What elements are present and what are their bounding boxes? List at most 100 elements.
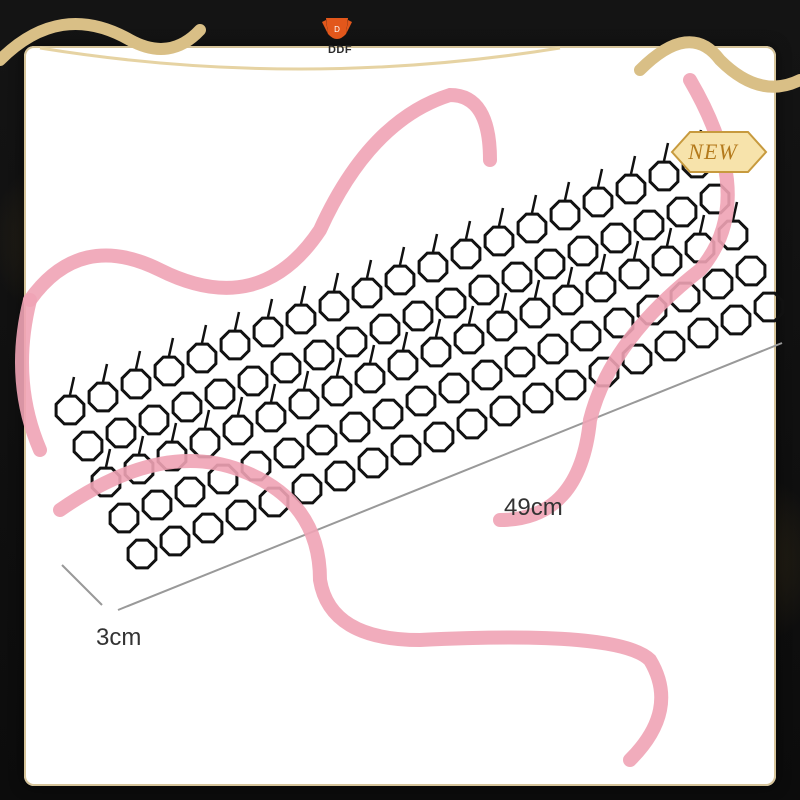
mat-spike bbox=[302, 370, 310, 390]
mat-cell bbox=[237, 365, 269, 397]
mat-spike bbox=[662, 142, 670, 162]
mat-spike bbox=[467, 305, 475, 325]
mat-cell bbox=[105, 417, 137, 449]
mat-cell bbox=[534, 248, 566, 280]
mat-cell bbox=[666, 196, 698, 228]
mat-cell bbox=[468, 274, 500, 306]
mat-spike bbox=[431, 233, 439, 253]
new-badge-text: NEW bbox=[688, 139, 738, 164]
mat-cell bbox=[456, 408, 488, 440]
mat-cell bbox=[354, 362, 386, 394]
mat-cell bbox=[438, 372, 470, 404]
mat-spike bbox=[104, 448, 112, 468]
mat-cell bbox=[186, 342, 218, 374]
spike-mat bbox=[54, 129, 785, 570]
mat-cell bbox=[501, 261, 533, 293]
mat-spike bbox=[236, 396, 244, 416]
mat-cell bbox=[603, 307, 635, 339]
mat-cell bbox=[141, 489, 173, 521]
mat-cell bbox=[687, 317, 719, 349]
mat-spike bbox=[200, 324, 208, 344]
mat-cell bbox=[519, 297, 551, 329]
mat-cell bbox=[423, 421, 455, 453]
gold-ribbon-left bbox=[0, 18, 206, 66]
mat-spike bbox=[731, 201, 739, 221]
mat-spike bbox=[365, 259, 373, 279]
brand-crest-icon: D bbox=[322, 18, 352, 39]
length-dimension-line bbox=[117, 342, 783, 611]
mat-spike bbox=[629, 155, 637, 175]
mat-spike bbox=[167, 337, 175, 357]
svg-text:D: D bbox=[334, 25, 340, 34]
mat-cell bbox=[405, 385, 437, 417]
mat-spike bbox=[134, 350, 142, 370]
mat-spike bbox=[566, 266, 574, 286]
mat-cell bbox=[204, 378, 236, 410]
mat-cell bbox=[384, 264, 416, 296]
width-label: 3cm bbox=[96, 624, 142, 651]
mat-cell bbox=[570, 320, 602, 352]
mat-cell bbox=[387, 349, 419, 381]
mat-cell bbox=[489, 395, 521, 427]
mat-cell bbox=[285, 303, 317, 335]
mat-cell bbox=[453, 323, 485, 355]
mat-cell bbox=[720, 304, 752, 336]
mat-cell bbox=[273, 437, 305, 469]
mat-cell bbox=[702, 268, 734, 300]
mat-spike bbox=[632, 240, 640, 260]
mat-spike bbox=[530, 194, 538, 214]
mat-cell bbox=[390, 434, 422, 466]
mat-spike bbox=[170, 422, 178, 442]
pink-ribbon-2 bbox=[15, 293, 47, 457]
mat-spike bbox=[563, 181, 571, 201]
mat-cell bbox=[402, 300, 434, 332]
mat-cell bbox=[255, 401, 287, 433]
mat-spike bbox=[299, 285, 307, 305]
mat-spike bbox=[434, 318, 442, 338]
mat-spike bbox=[398, 246, 406, 266]
mat-cell bbox=[192, 512, 224, 544]
mat-cell bbox=[486, 310, 518, 342]
mat-spike bbox=[500, 292, 508, 312]
mat-cell bbox=[435, 287, 467, 319]
mat-cell bbox=[585, 271, 617, 303]
mat-cell bbox=[555, 369, 587, 401]
mat-cell bbox=[633, 209, 665, 241]
mat-cell bbox=[417, 251, 449, 283]
mat-spike bbox=[203, 409, 211, 429]
mat-cell bbox=[420, 336, 452, 368]
mat-cell bbox=[174, 476, 206, 508]
mat-spike bbox=[497, 207, 505, 227]
mat-cell bbox=[537, 333, 569, 365]
mat-cell bbox=[156, 440, 188, 472]
mat-spike bbox=[464, 220, 472, 240]
gold-frame-line bbox=[39, 46, 561, 71]
mat-cell bbox=[471, 359, 503, 391]
mat-cell bbox=[618, 258, 650, 290]
mat-cell bbox=[567, 235, 599, 267]
mat-cell bbox=[522, 382, 554, 414]
pink-ribbon-3 bbox=[493, 73, 735, 527]
mat-cell bbox=[270, 352, 302, 384]
mat-spike bbox=[269, 383, 277, 403]
mat-cell bbox=[120, 368, 152, 400]
mat-spike bbox=[332, 272, 340, 292]
mat-cell bbox=[225, 499, 257, 531]
width-dimension-line bbox=[61, 564, 103, 606]
mat-cell bbox=[582, 186, 614, 218]
mat-spike bbox=[233, 311, 241, 331]
pink-ribbon-1 bbox=[23, 87, 497, 307]
mat-cell bbox=[126, 538, 158, 570]
mat-cell bbox=[189, 427, 221, 459]
mat-cell bbox=[108, 502, 140, 534]
mat-cell bbox=[504, 346, 536, 378]
mat-spike bbox=[665, 227, 673, 247]
mat-cell bbox=[171, 391, 203, 423]
mat-cell bbox=[651, 245, 683, 277]
mat-cell bbox=[222, 414, 254, 446]
gold-ribbon-right bbox=[634, 36, 800, 93]
mat-cell bbox=[615, 173, 647, 205]
mat-cell bbox=[552, 284, 584, 316]
mat-cell bbox=[321, 375, 353, 407]
